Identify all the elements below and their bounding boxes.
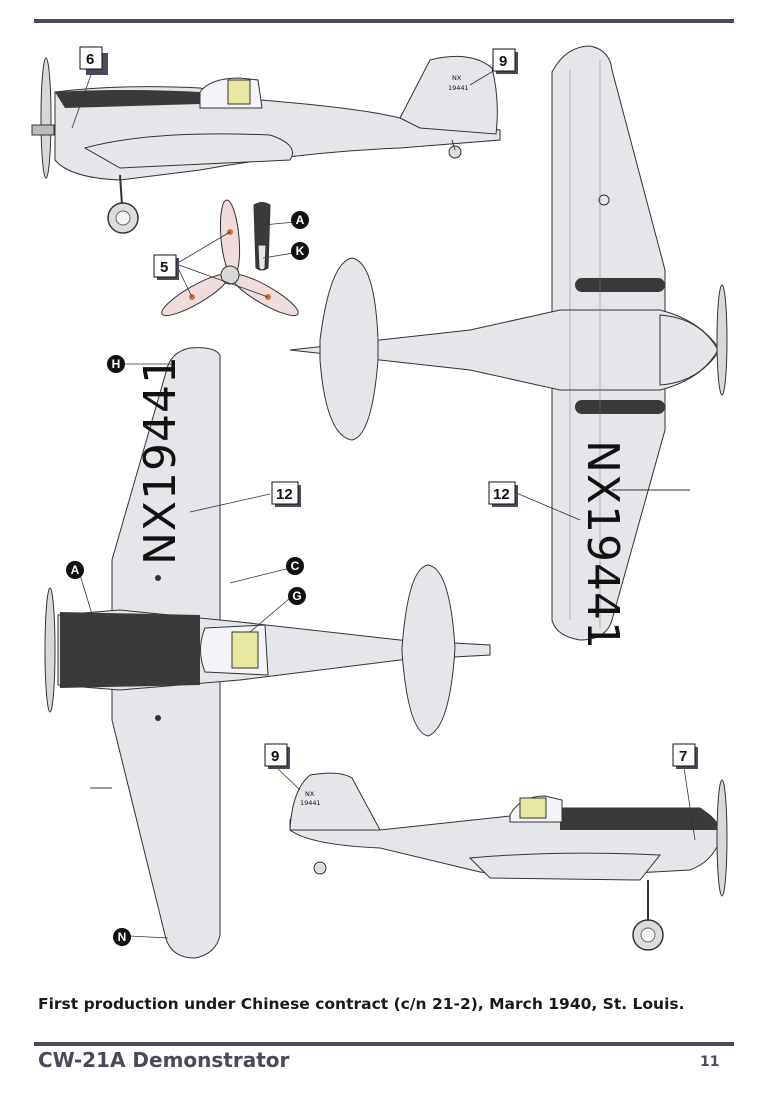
top-view-left: NX19441 (44, 347, 491, 959)
svg-text:K: K (296, 244, 305, 258)
callout-9-top-label: 9 (499, 53, 507, 70)
letter-n-wing: N (113, 928, 131, 946)
top-rule (34, 19, 734, 23)
tail-registration-prefix-bottom: NX (305, 790, 315, 798)
callout-5-label: 5 (160, 259, 168, 276)
tail-registration-number-bottom: 19441 (300, 799, 321, 807)
figure-caption: First production under Chinese contract … (38, 995, 685, 1013)
callout-9-bottom-label: 9 (271, 748, 279, 765)
page-number: 11 (700, 1054, 720, 1070)
svg-text:G: G (292, 589, 301, 603)
wing-registration-bottom: NX19441 (577, 440, 628, 650)
leader-lines (71, 69, 696, 939)
callout-12-right: 12 (488, 481, 518, 507)
letter-k-prop: K (291, 242, 309, 260)
svg-text:N: N (118, 930, 127, 944)
propeller-detail (161, 199, 299, 317)
letter-a-prop: A (291, 211, 309, 229)
svg-text:A: A (296, 213, 305, 227)
callout-5: 5 (153, 254, 179, 280)
letter-g-top: G (288, 587, 306, 605)
callout-7: 7 (672, 743, 698, 769)
side-profile-bottom: NX 19441 (289, 772, 728, 951)
tail-registration-number: 19441 (448, 84, 469, 92)
letter-a-top: A (66, 561, 84, 579)
callout-12-left-label: 12 (276, 486, 293, 503)
callout-6-label: 6 (86, 51, 94, 68)
side-profile-top: NX 19441 (31, 55, 501, 234)
callout-7-label: 7 (679, 748, 687, 765)
callout-6: 6 (79, 46, 108, 75)
svg-text:C: C (291, 559, 300, 573)
callout-12-left: 12 (271, 481, 301, 507)
callout-12-right-label: 12 (493, 486, 510, 503)
callout-9-top: 9 (492, 48, 518, 74)
callout-9-bottom: 9 (264, 743, 290, 769)
letter-c-top: C (286, 557, 304, 575)
tail-registration-prefix: NX (452, 74, 462, 82)
svg-text:H: H (112, 357, 121, 371)
top-view-right: NX 19441 (289, 45, 728, 650)
svg-text:A: A (71, 563, 80, 577)
wing-registration-top: NX19441 (135, 355, 186, 565)
letter-h-wing: H (107, 355, 125, 373)
footer-title: CW-21A Demonstrator (38, 1048, 290, 1072)
bottom-rule (34, 1042, 734, 1046)
